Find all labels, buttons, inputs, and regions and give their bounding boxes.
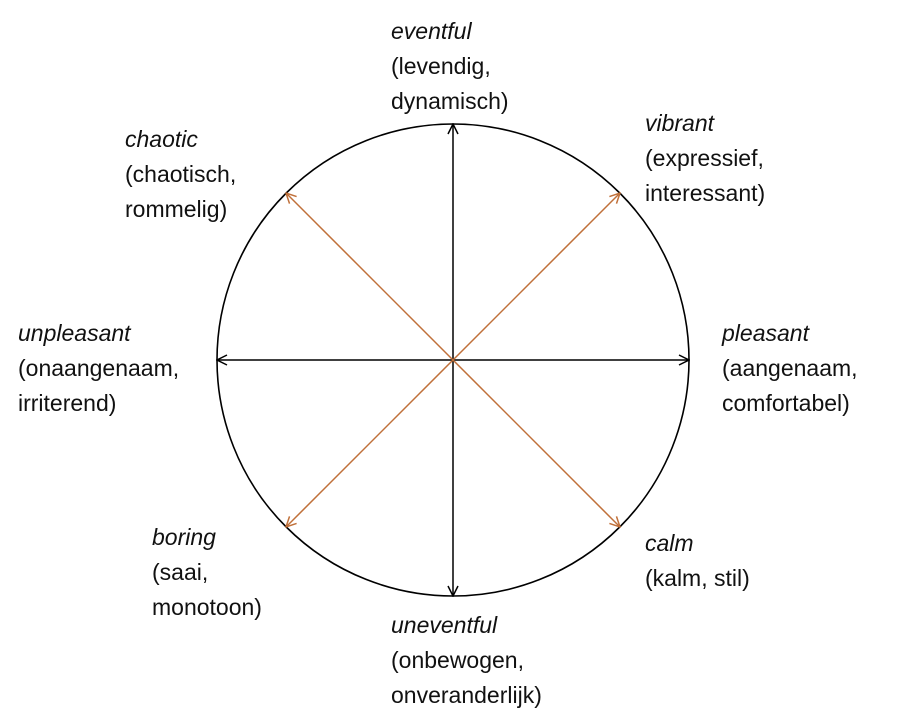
- label-calm-term: calm: [645, 530, 694, 556]
- diagonal-axis-chaotic-calm-arrow: [286, 193, 620, 527]
- label-vibrant-desc-line2: interessant): [645, 180, 766, 206]
- label-pleasant: pleasant (aangenaam, comfortabel): [722, 316, 858, 421]
- label-uneventful-desc-line2: onveranderlijk): [391, 682, 542, 708]
- label-pleasant-desc-line2: comfortabel): [722, 390, 850, 416]
- label-boring-desc-line2: monotoon): [152, 594, 262, 620]
- label-chaotic: chaotic (chaotisch, rommelig): [125, 122, 236, 227]
- label-chaotic-desc-line1: (chaotisch,: [125, 161, 237, 187]
- label-eventful-desc-line2: dynamisch): [391, 88, 509, 114]
- label-calm-desc-line1: (kalm, stil): [645, 565, 750, 591]
- label-eventful: eventful (levendig, dynamisch): [391, 14, 509, 119]
- label-unpleasant-desc-line1: (onaangenaam,: [18, 355, 180, 381]
- label-vibrant: vibrant (expressief, interessant): [645, 106, 765, 211]
- label-vibrant-term: vibrant: [645, 110, 715, 136]
- label-pleasant-term: pleasant: [722, 320, 809, 346]
- label-unpleasant-desc-line2: irriterend): [18, 390, 117, 416]
- label-calm: calm (kalm, stil): [645, 526, 750, 596]
- label-chaotic-desc-line2: rommelig): [125, 196, 228, 222]
- label-unpleasant-term: unpleasant: [18, 320, 131, 346]
- label-boring-term: boring: [152, 524, 216, 550]
- label-eventful-term: eventful: [391, 18, 472, 44]
- label-pleasant-desc-line1: (aangenaam,: [722, 355, 858, 381]
- label-eventful-desc-line1: (levendig,: [391, 53, 491, 79]
- label-chaotic-term: chaotic: [125, 126, 198, 152]
- label-uneventful-term: uneventful: [391, 612, 498, 638]
- label-vibrant-desc-line1: (expressief,: [645, 145, 764, 171]
- label-boring-desc-line1: (saai,: [152, 559, 209, 585]
- label-uneventful: uneventful (onbewogen, onveranderlijk): [391, 608, 542, 713]
- label-boring: boring (saai, monotoon): [152, 520, 262, 625]
- label-unpleasant: unpleasant (onaangenaam, irriterend): [18, 316, 179, 421]
- label-uneventful-desc-line1: (onbewogen,: [391, 647, 524, 673]
